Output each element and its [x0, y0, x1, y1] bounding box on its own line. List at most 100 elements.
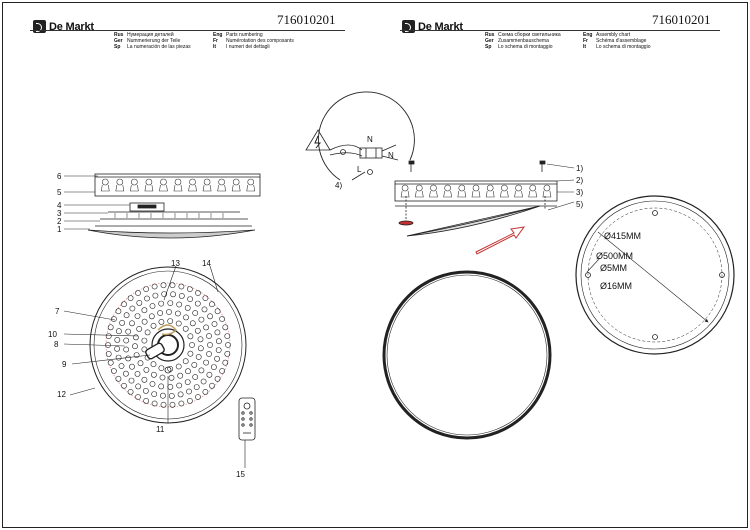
vent-hole	[143, 397, 149, 404]
plate-screw-hole	[652, 334, 658, 340]
decor-figure	[144, 178, 154, 192]
vent-hole	[185, 368, 191, 375]
vent-hole	[186, 397, 193, 404]
vent-hole	[189, 342, 195, 348]
vent-hole	[118, 363, 125, 369]
vent-hole	[143, 286, 149, 292]
wiring-detail	[305, 91, 415, 181]
vent-hole	[136, 299, 143, 306]
vent-hole	[105, 350, 112, 357]
vent-hole	[135, 394, 141, 400]
vent-hole	[194, 327, 201, 334]
install-direction-arrow	[475, 226, 526, 255]
vent-hole	[129, 305, 136, 312]
vent-hole	[168, 374, 175, 381]
vent-hole	[195, 354, 202, 360]
plate-screw-hole	[585, 272, 591, 278]
vent-hole	[132, 334, 139, 341]
vent-hole	[167, 318, 174, 324]
decor-band	[94, 173, 261, 197]
vent-hole	[178, 400, 185, 407]
right-product-code: 716010201	[652, 12, 711, 27]
vent-hole	[115, 375, 122, 382]
decor-figure	[542, 184, 552, 198]
vent-hole	[114, 336, 121, 343]
vent-hole	[191, 361, 198, 368]
vent-hole	[222, 359, 229, 366]
vent-hole	[178, 283, 185, 290]
de-markt-logo-icon	[33, 20, 46, 33]
vent-hole	[184, 304, 191, 311]
vent-hole	[192, 310, 199, 316]
vent-hole	[158, 383, 165, 390]
top-view-leaders	[63, 265, 246, 468]
dim-500mm: Ø500MM	[596, 251, 633, 261]
vent-hole	[105, 342, 111, 348]
vent-hole	[209, 382, 215, 389]
decor-figure	[202, 178, 212, 192]
mounting-screws	[408, 160, 546, 172]
vent-hole	[210, 364, 217, 370]
decor-figure	[485, 184, 495, 198]
vent-hole	[219, 368, 225, 374]
vent-hole	[177, 391, 184, 398]
vent-hole	[129, 363, 135, 370]
decor-figure	[414, 184, 424, 198]
vent-hole	[167, 300, 174, 306]
lamp-side-view	[87, 173, 261, 239]
decor-figure	[217, 178, 226, 192]
vent-hole	[206, 371, 213, 378]
side-view-leaders	[64, 175, 130, 230]
vent-hole	[192, 374, 199, 380]
lamp-assembly	[394, 180, 558, 237]
decor-figure	[115, 178, 125, 192]
vent-hole	[148, 313, 155, 320]
vent-hole	[175, 363, 182, 370]
vent-hole	[151, 283, 158, 290]
vent-hole	[136, 325, 143, 332]
decor-figure	[500, 184, 509, 198]
vent-hole	[143, 366, 150, 373]
plate-outer	[575, 195, 735, 355]
right-brand-name: De Markt	[418, 20, 463, 33]
part-number-5: 5	[57, 188, 62, 197]
vent-hole	[222, 324, 229, 331]
decor-figures	[100, 178, 256, 192]
plate-screw-hole	[719, 272, 725, 278]
vent-hole	[186, 388, 192, 395]
vent-hole	[187, 350, 194, 357]
vent-hole	[129, 320, 135, 327]
wire-label-n2: N	[388, 151, 394, 160]
part-number-15: 15	[236, 470, 245, 479]
wire-bundle	[157, 324, 177, 336]
vent-hole	[132, 343, 138, 350]
vent-hole	[160, 282, 167, 289]
step-leaders	[546, 163, 575, 211]
vent-hole	[121, 301, 127, 308]
vent-hole	[169, 282, 176, 289]
vent-hole	[127, 295, 134, 301]
vent-hole	[114, 345, 120, 352]
vent-hole	[150, 371, 157, 378]
vent-hole	[167, 383, 174, 390]
vent-hole	[135, 383, 142, 390]
left-product-code: 716010201	[277, 12, 336, 27]
vent-hole	[159, 392, 166, 399]
vent-hole	[105, 333, 112, 339]
vent-hole	[193, 384, 200, 390]
plate-screw-hole	[652, 210, 658, 216]
vent-hole	[215, 347, 222, 353]
vent-hole	[158, 318, 165, 325]
left-brand-logo: De Markt	[33, 20, 94, 33]
electric-warning-icon	[305, 129, 331, 151]
vent-hole	[214, 375, 221, 382]
vent-hole	[144, 295, 150, 302]
part-number-10: 10	[48, 330, 57, 339]
decor-figure	[443, 184, 452, 198]
vent-hole	[134, 370, 141, 377]
vent-hole	[202, 388, 209, 395]
part-number-11: 11	[156, 425, 165, 434]
vent-hole	[214, 355, 220, 362]
